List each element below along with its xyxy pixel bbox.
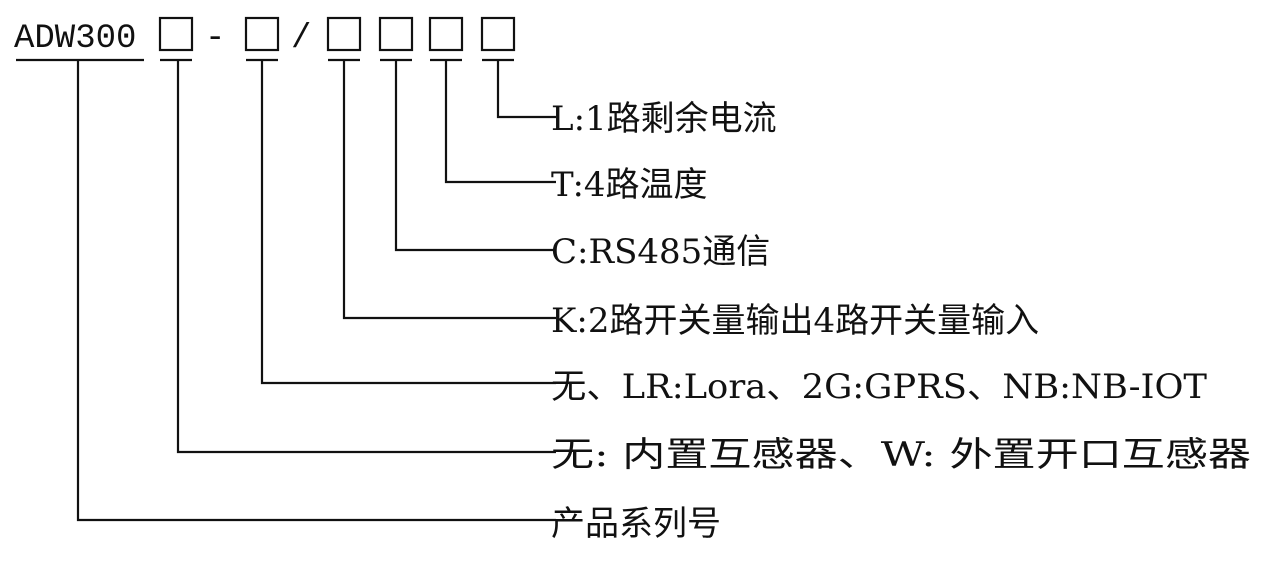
dash-separator: - [205, 20, 225, 58]
leader-line-comm [260, 60, 556, 385]
code-box-l [480, 16, 516, 52]
option-label-comm: 无、LR:Lora、2G:GPRS、NB:NB-IOT [551, 367, 1207, 407]
slash-separator: / [291, 20, 311, 58]
code-box-t [428, 16, 464, 52]
leader-line-c [394, 60, 556, 252]
option-label-c: C:RS485通信 [551, 232, 770, 272]
model-prefix: ADW300 [14, 20, 136, 58]
option-label-ct: 无: 内置互感器、W: 外置开口互感器 [551, 435, 1251, 475]
leader-line-ct [176, 60, 556, 454]
leader-line-series [76, 60, 556, 522]
option-label-l: L:1路剩余电流 [551, 99, 777, 139]
leader-line-t [444, 60, 556, 184]
option-label-t: T:4路温度 [551, 165, 708, 205]
code-box-ct [158, 16, 194, 52]
leader-line-k [342, 60, 556, 320]
option-label-series: 产品系列号 [551, 504, 721, 544]
code-box-k [326, 16, 362, 52]
code-box-comm [244, 16, 280, 52]
code-box-c [378, 16, 414, 52]
option-label-k: K:2路开关量输出4路开关量输入 [551, 301, 1039, 341]
leader-line-l [496, 60, 556, 119]
